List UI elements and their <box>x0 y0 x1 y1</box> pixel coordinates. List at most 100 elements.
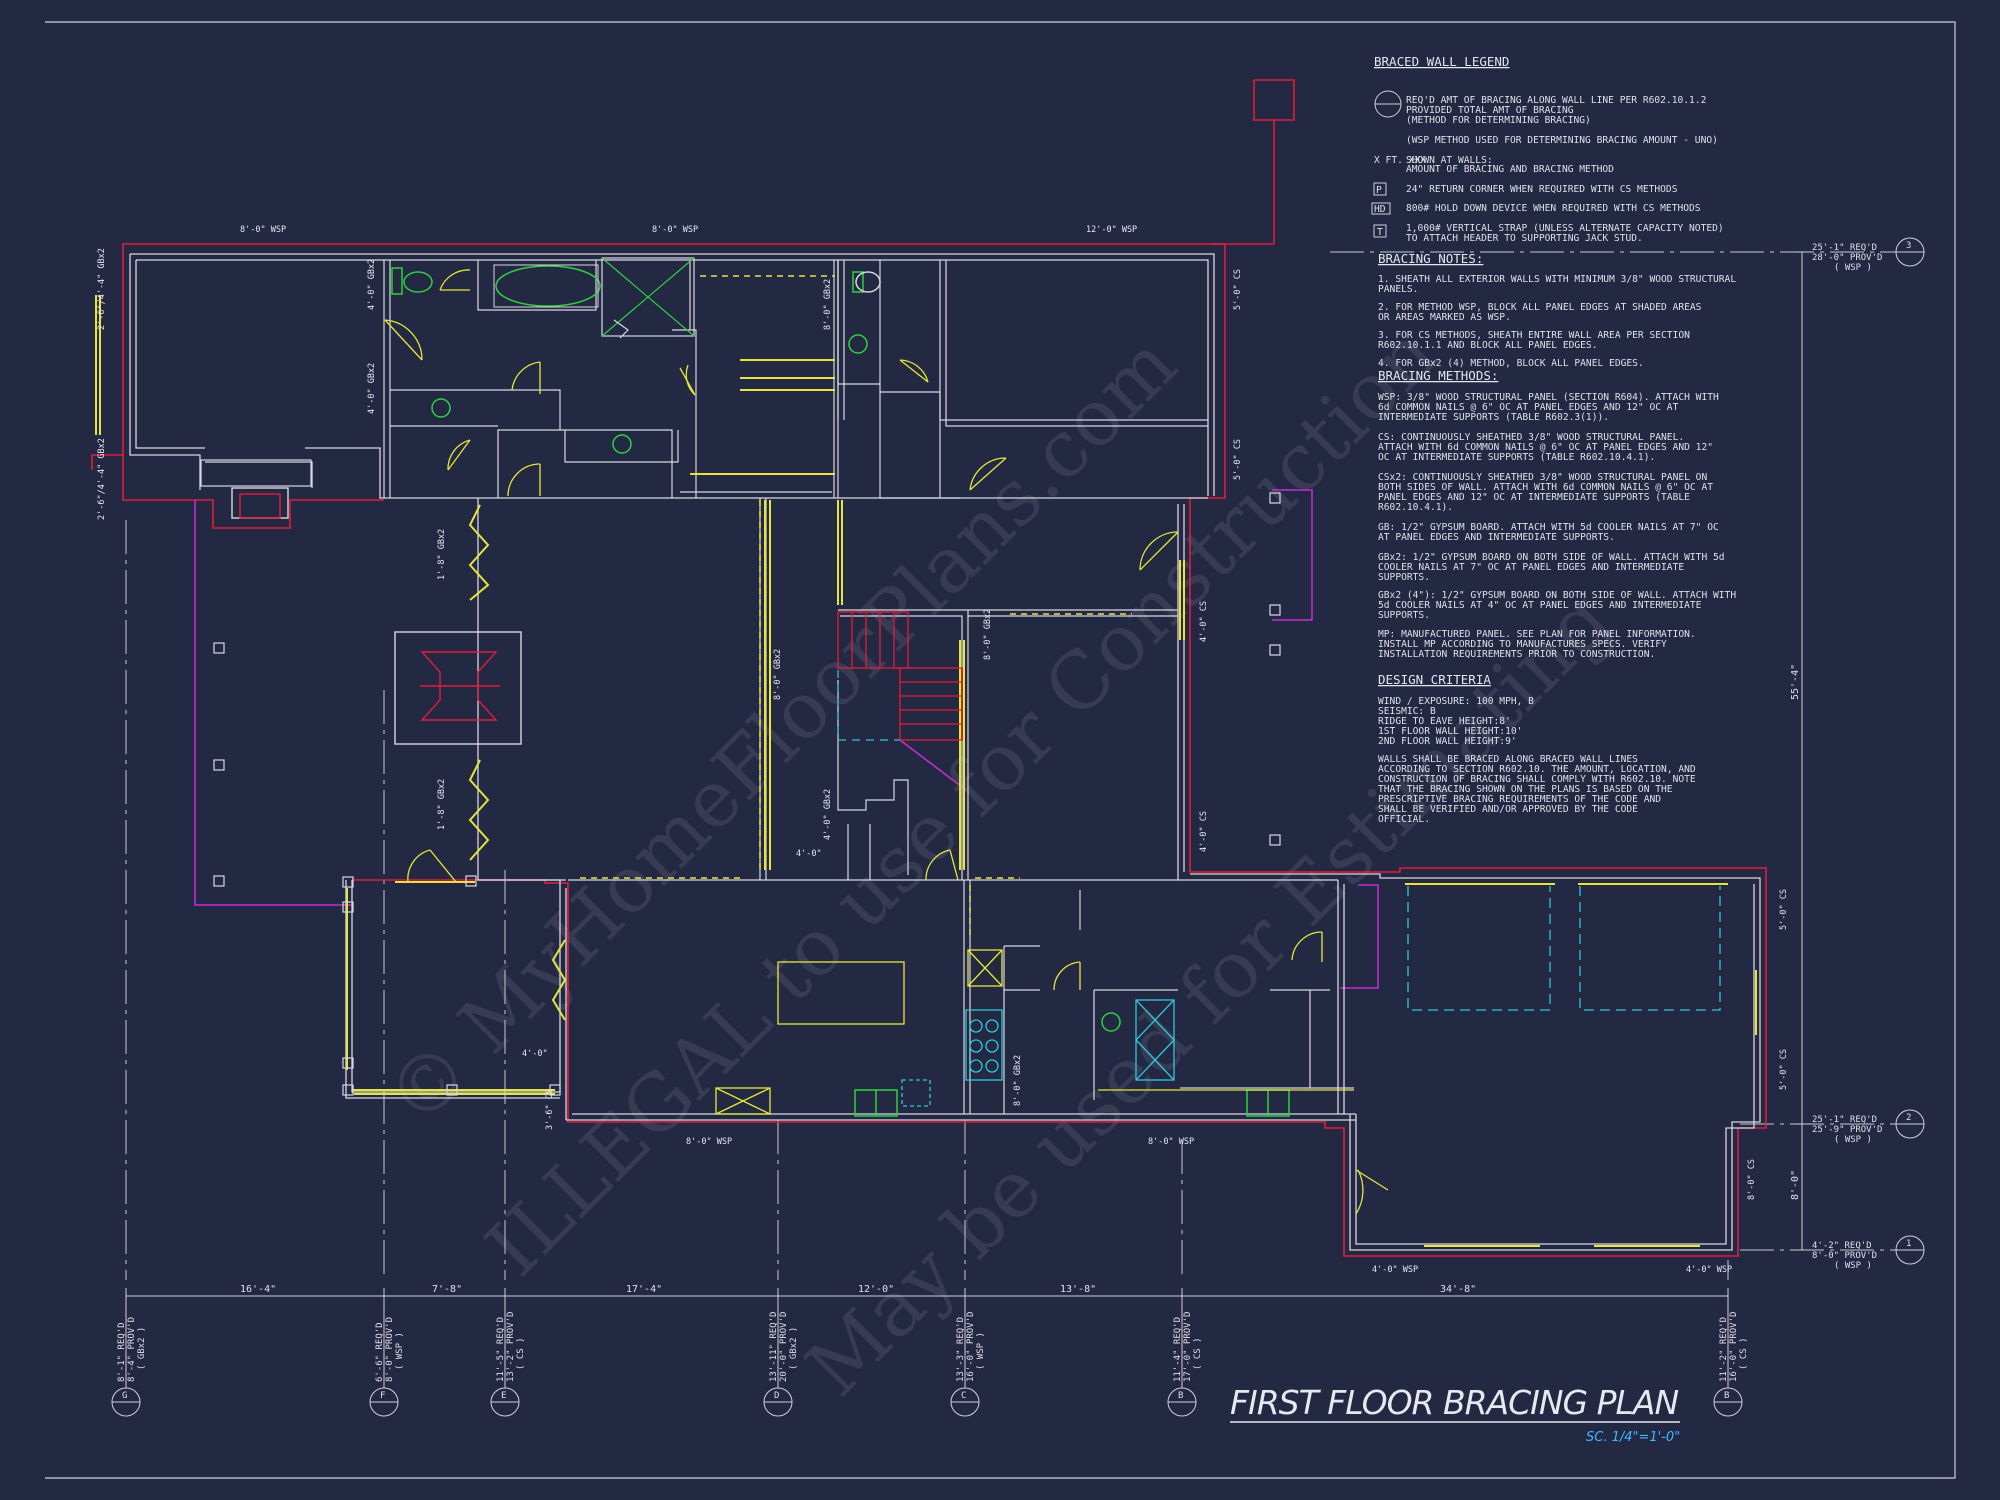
wall-tag: 5'-0" CS <box>1233 269 1243 310</box>
criteria-line: WALLS SHALL BE BRACED ALONG BRACED WALL … <box>1378 754 1638 765</box>
legend-title: BRACED WALL LEGEND <box>1374 54 1509 69</box>
marker-prov: 25'-9" PROV'D <box>1812 1125 1882 1135</box>
wall-tag: 4'-0" <box>522 1049 548 1059</box>
marker-method: ( CS ) <box>1193 1337 1203 1370</box>
marker-prov: 16'-0" PROV'D <box>966 1312 976 1382</box>
note-line: 3. FOR CS METHODS, SHEATH ENTIRE WALL AR… <box>1378 330 1690 341</box>
dimension-label: 8'-0" <box>1790 1170 1801 1200</box>
wall-line-marker: E 11'-5" REQ'D 13'-2" PROV'D ( CS ) <box>490 1300 526 1417</box>
wall-tag: 4'-0" GBx2 <box>823 789 833 840</box>
wall-tag: 8'-0" CS <box>1747 1159 1757 1200</box>
criteria-line: ACCORDING TO SECTION R602.10. THE AMOUNT… <box>1378 764 1696 775</box>
marker-number: 3 <box>1906 241 1911 251</box>
criteria-line: THAT THE BRACING SHOWN ON THE PLANS IS B… <box>1378 784 1673 795</box>
marker-req: 6'-6" REQ'D <box>375 1322 385 1382</box>
marker-method: ( WSP ) <box>1834 1261 1872 1271</box>
wall-tag: 4'-0" GBx2 <box>367 363 377 414</box>
criteria-line: PRESCRIPTIVE BRACING REQUIREMENTS OF THE… <box>1378 794 1661 805</box>
method-line: CSx2: CONTINUOUSLY SHEATHED 3/8" WOOD ST… <box>1378 472 1707 483</box>
method-line: OC AT INTERMEDIATE SUPPORTS (TABLE R602.… <box>1378 452 1655 463</box>
red-bracing-outline <box>91 79 1767 1257</box>
wall-tag: 4'-0" CS <box>1199 601 1209 642</box>
marker-method: ( CS ) <box>516 1337 526 1370</box>
method-line: R602.10.4.1). <box>1378 502 1453 513</box>
marker-req: 4'-2" REQ'D <box>1812 1241 1872 1251</box>
marker-req: 11'-4" REQ'D <box>1173 1317 1183 1382</box>
dimension-label: 17'-4" <box>626 1284 662 1295</box>
wall-tag: 3'-6" CS <box>545 1089 555 1130</box>
legend-symbol-box <box>1371 202 1391 215</box>
sheet-border <box>45 21 1956 1479</box>
wall-tag: 8'-0" GBx2 <box>1013 1055 1023 1106</box>
marker-number: 1 <box>1906 1239 1911 1249</box>
criteria-line: SHALL BE VERIFIED AND/OR APPROVED BY THE… <box>1378 804 1638 815</box>
wall-tag: 4'-0" CS <box>1199 811 1209 852</box>
legend-line: 1,000# VERTICAL STRAP (UNLESS ALTERNATE … <box>1406 223 1724 234</box>
method-line: ATTACH WITH 6d COMMON NAILS @ 6" OC AT P… <box>1378 442 1713 453</box>
dimension-label: 7'-8" <box>432 1284 462 1295</box>
wall-tag: 12'-0" WSP <box>1086 225 1137 235</box>
shower <box>601 257 695 339</box>
legend-symbol: HD <box>1374 204 1386 215</box>
method-line: GB: 1/2" GYPSUM BOARD. ATTACH WITH 5d CO… <box>1378 522 1719 533</box>
marker-letter: F <box>380 1391 385 1401</box>
wall-line-marker: F 6'-6" REQ'D 8'-0" PROV'D ( WSP ) <box>369 1300 405 1417</box>
method-line: INSTALL MP ACCORDING TO MANUFACTURES SPE… <box>1378 639 1667 650</box>
marker-prov: 13'-2" PROV'D <box>506 1312 516 1382</box>
marker-prov: 8'-0" PROV'D <box>1812 1251 1877 1261</box>
marker-req: 11'-2" REQ'D <box>1719 1317 1729 1382</box>
wall-tag: 4'-0" WSP <box>1372 1265 1418 1275</box>
criteria-line: RIDGE TO EAVE HEIGHT:8' <box>1378 716 1511 727</box>
note-line: OR AREAS MARKED AS WSP. <box>1378 312 1511 323</box>
legend-symbol: T <box>1377 227 1383 238</box>
criteria-line: SEISMIC: B <box>1378 706 1436 717</box>
dashed-bracing-lines <box>580 275 1132 940</box>
marker-letter: G <box>122 1391 127 1401</box>
wall-tag: 5'-0" CS <box>1779 889 1789 930</box>
wall-tag: 8'-0" WSP <box>240 225 286 235</box>
method-line: 6d COMMON NAILS @ 6" OC AT PANEL EDGES A… <box>1378 402 1679 413</box>
section-heading: DESIGN CRITERIA <box>1378 672 1491 687</box>
wall-tag: 2'-6"/4'-4" GBx2 <box>97 438 107 520</box>
magenta-lines <box>194 489 1379 989</box>
criteria-line: CONSTRUCTION OF BRACING SHALL COMPLY WIT… <box>1378 774 1696 785</box>
wall-tags: 8'-0" WSP 8'-0" WSP 12'-0" WSP 2'-6"/4'-… <box>97 225 1789 1275</box>
marker-method: ( GBx2 ) <box>789 1327 799 1370</box>
marker-method: ( WSP ) <box>395 1332 405 1370</box>
note-line: R602.10.1.1 AND BLOCK ALL PANEL EDGES. <box>1378 340 1598 351</box>
kitchen-island <box>715 949 1354 1115</box>
wall-line-marker: G 8'-1" REQ'D 8'-4" PROV'D ( GBx2 ) <box>111 1300 147 1417</box>
bottom-wall-line-markers: G 8'-1" REQ'D 8'-4" PROV'D ( GBx2 ) F 6'… <box>111 1300 1749 1417</box>
criteria-line: 1ST FLOOR WALL HEIGHT:10' <box>1378 726 1522 737</box>
note-line: PANELS. <box>1378 284 1418 295</box>
marker-letter: B <box>1178 1391 1183 1401</box>
interior-walls <box>383 260 1354 1114</box>
dimension-label: 13'-8" <box>1060 1284 1096 1295</box>
legend-symbol-box <box>1373 182 1387 196</box>
method-line: COOLER NAILS AT 7" OC AT PANEL EDGES AND… <box>1378 562 1684 573</box>
wall-tag: 8'-0" WSP <box>686 1137 732 1147</box>
method-line: INSTALLATION REQUIREMENTS PRIOR TO CONST… <box>1378 649 1655 660</box>
legend-line: 800# HOLD DOWN DEVICE WHEN REQUIRED WITH… <box>1406 203 1701 214</box>
fireplace <box>231 487 522 745</box>
marker-letter: C <box>961 1391 966 1401</box>
wall-tag: 8'-0" GBx2 <box>983 609 993 660</box>
marker-req: 25'-1" REQ'D <box>1812 243 1877 253</box>
bracing-notes: BRACING NOTES: 1. SHEATH ALL EXTERIOR WA… <box>1378 251 1736 369</box>
wall-line-marker: 1 4'-2" REQ'D 8'-0" PROV'D ( WSP ) <box>1812 1235 1925 1271</box>
dimension-label: 34'-8" <box>1440 1284 1476 1295</box>
wall-tag: 8'-0" WSP <box>1148 1137 1194 1147</box>
marker-method: ( GBx2 ) <box>137 1327 147 1370</box>
wall-line-marker: 2 25'-1" REQ'D 25'-9" PROV'D ( WSP ) <box>1812 1109 1925 1145</box>
wall-tag: 8'-0" GBx2 <box>773 649 783 700</box>
note-line: 4. FOR GBx2 (4) METHOD, BLOCK ALL PANEL … <box>1378 358 1644 369</box>
drawing-scale: SC. 1/4"=1'-0" <box>1586 1430 1680 1445</box>
dimension-label: 16'-4" <box>240 1284 276 1295</box>
method-line: WSP: 3/8" WOOD STRUCTURAL PANEL (SECTION… <box>1378 392 1719 403</box>
marker-letter: D <box>774 1391 779 1401</box>
right-dimension-string <box>1794 251 1810 1251</box>
method-line: CS: CONTINUOUSLY SHEATHED 3/8" WOOD STRU… <box>1378 432 1684 443</box>
wall-tag: 5'-0" CS <box>1779 1049 1789 1090</box>
marker-prov: 8'-4" PROV'D <box>127 1317 137 1382</box>
